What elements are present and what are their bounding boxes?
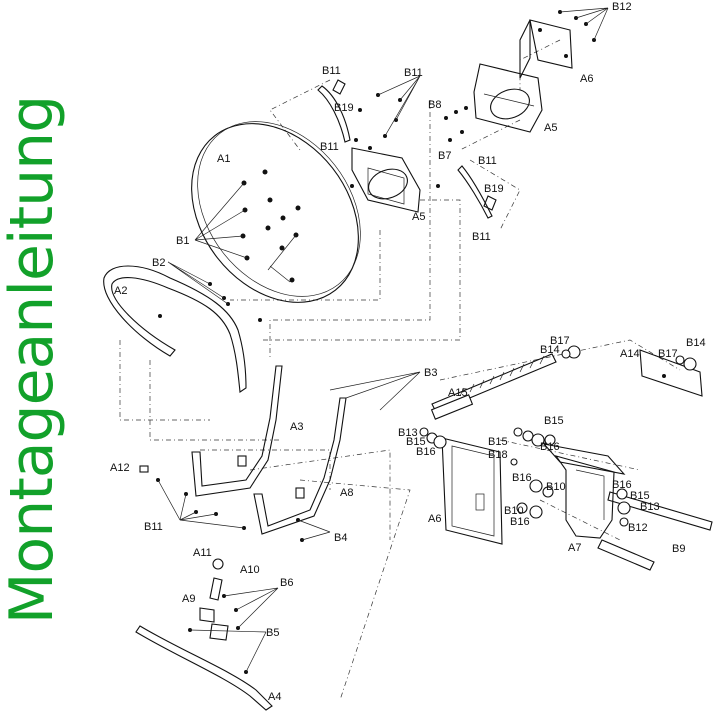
label-b16-mid: B16 bbox=[540, 441, 560, 453]
feed-support-arm-left bbox=[317, 79, 351, 143]
label-b10-right: B10 bbox=[546, 481, 566, 493]
long-bolts bbox=[597, 491, 713, 571]
label-a15: A15 bbox=[448, 387, 468, 399]
label-a5-upper: A5 bbox=[544, 122, 557, 134]
label-a8: A8 bbox=[340, 487, 353, 499]
label-b11-right-low: B11 bbox=[472, 231, 491, 243]
label-b1: B1 bbox=[176, 235, 189, 247]
label-b12-right: B12 bbox=[628, 522, 648, 534]
label-a4: A4 bbox=[268, 691, 281, 703]
label-a6-upper: A6 bbox=[580, 73, 593, 85]
dish-mount-bracket bbox=[350, 93, 440, 213]
label-b13-left: B13 bbox=[398, 427, 418, 439]
lnb-arm-right bbox=[253, 397, 347, 535]
label-b11-right: B11 bbox=[478, 155, 497, 167]
label-b19-top: B19 bbox=[334, 102, 354, 114]
label-a3: A3 bbox=[290, 421, 303, 433]
rim-strip bbox=[103, 265, 262, 393]
label-b7: B7 bbox=[438, 150, 451, 162]
lnb-holder-parts bbox=[199, 558, 240, 641]
feed-arm bbox=[135, 625, 273, 711]
label-a5-lower: A5 bbox=[412, 211, 425, 223]
label-b16-left: B16 bbox=[416, 446, 436, 458]
label-a9: A9 bbox=[182, 593, 195, 605]
label-a1: A1 bbox=[217, 153, 230, 165]
label-b11-top: B11 bbox=[322, 65, 341, 77]
label-b15-mid: B15 bbox=[488, 436, 508, 448]
label-b16-right: B16 bbox=[612, 479, 632, 491]
elevation-bracket bbox=[444, 63, 543, 142]
label-b11-mid: B11 bbox=[320, 141, 339, 153]
assembly-guide-lines bbox=[119, 39, 681, 701]
label-b15-left: B15 bbox=[406, 436, 426, 448]
label-a12: A12 bbox=[110, 462, 130, 474]
label-b16-lower: B16 bbox=[512, 472, 532, 484]
label-b11-top-right: B11 bbox=[404, 67, 423, 79]
label-b10-left: B10 bbox=[504, 505, 524, 517]
mast-clamp bbox=[542, 443, 626, 539]
label-b19-right: B19 bbox=[484, 183, 504, 195]
label-a10: A10 bbox=[240, 564, 260, 576]
label-b18: B18 bbox=[488, 449, 508, 461]
washers-and-nuts bbox=[419, 345, 697, 527]
feed-support-arm-right bbox=[457, 165, 497, 219]
label-b4: B4 bbox=[334, 532, 347, 544]
label-b5: B5 bbox=[266, 627, 279, 639]
label-a11: A11 bbox=[193, 547, 212, 559]
label-b8: B8 bbox=[428, 99, 441, 111]
label-b11-bottom: B11 bbox=[144, 521, 163, 533]
part-labels: A1 A2 A3 A4 A5 A5 A6 A6 A7 A8 A9 A10 A11… bbox=[110, 1, 706, 703]
counter-plate bbox=[639, 349, 703, 397]
lnb-arm-left bbox=[191, 365, 283, 497]
leader-lines bbox=[157, 7, 609, 673]
label-b17-left: B17 bbox=[550, 335, 570, 347]
label-b13-right: B13 bbox=[640, 501, 660, 513]
label-b14-right: B14 bbox=[686, 337, 706, 349]
label-a2: A2 bbox=[114, 285, 127, 297]
label-a14: A14 bbox=[620, 348, 640, 360]
mounting-plate-upper bbox=[519, 10, 596, 79]
label-b12-top: B12 bbox=[612, 1, 632, 13]
label-b9: B9 bbox=[672, 543, 685, 555]
dish-reflector bbox=[191, 121, 361, 303]
threaded-rod bbox=[430, 353, 557, 420]
label-b3: B3 bbox=[424, 367, 437, 379]
label-b2: B2 bbox=[152, 257, 165, 269]
label-b15-upper: B15 bbox=[544, 415, 564, 427]
label-b14-left: B14 bbox=[540, 344, 560, 356]
label-b6: B6 bbox=[280, 577, 293, 589]
clip-and-screws bbox=[139, 465, 304, 542]
label-a7: A7 bbox=[568, 542, 581, 554]
label-b16-bottom: B16 bbox=[510, 516, 530, 528]
label-b15-right: B15 bbox=[630, 490, 650, 502]
mounting-plate-lower bbox=[441, 437, 503, 545]
label-a6-lower: A6 bbox=[428, 513, 441, 525]
label-b17-right: B17 bbox=[658, 348, 678, 360]
